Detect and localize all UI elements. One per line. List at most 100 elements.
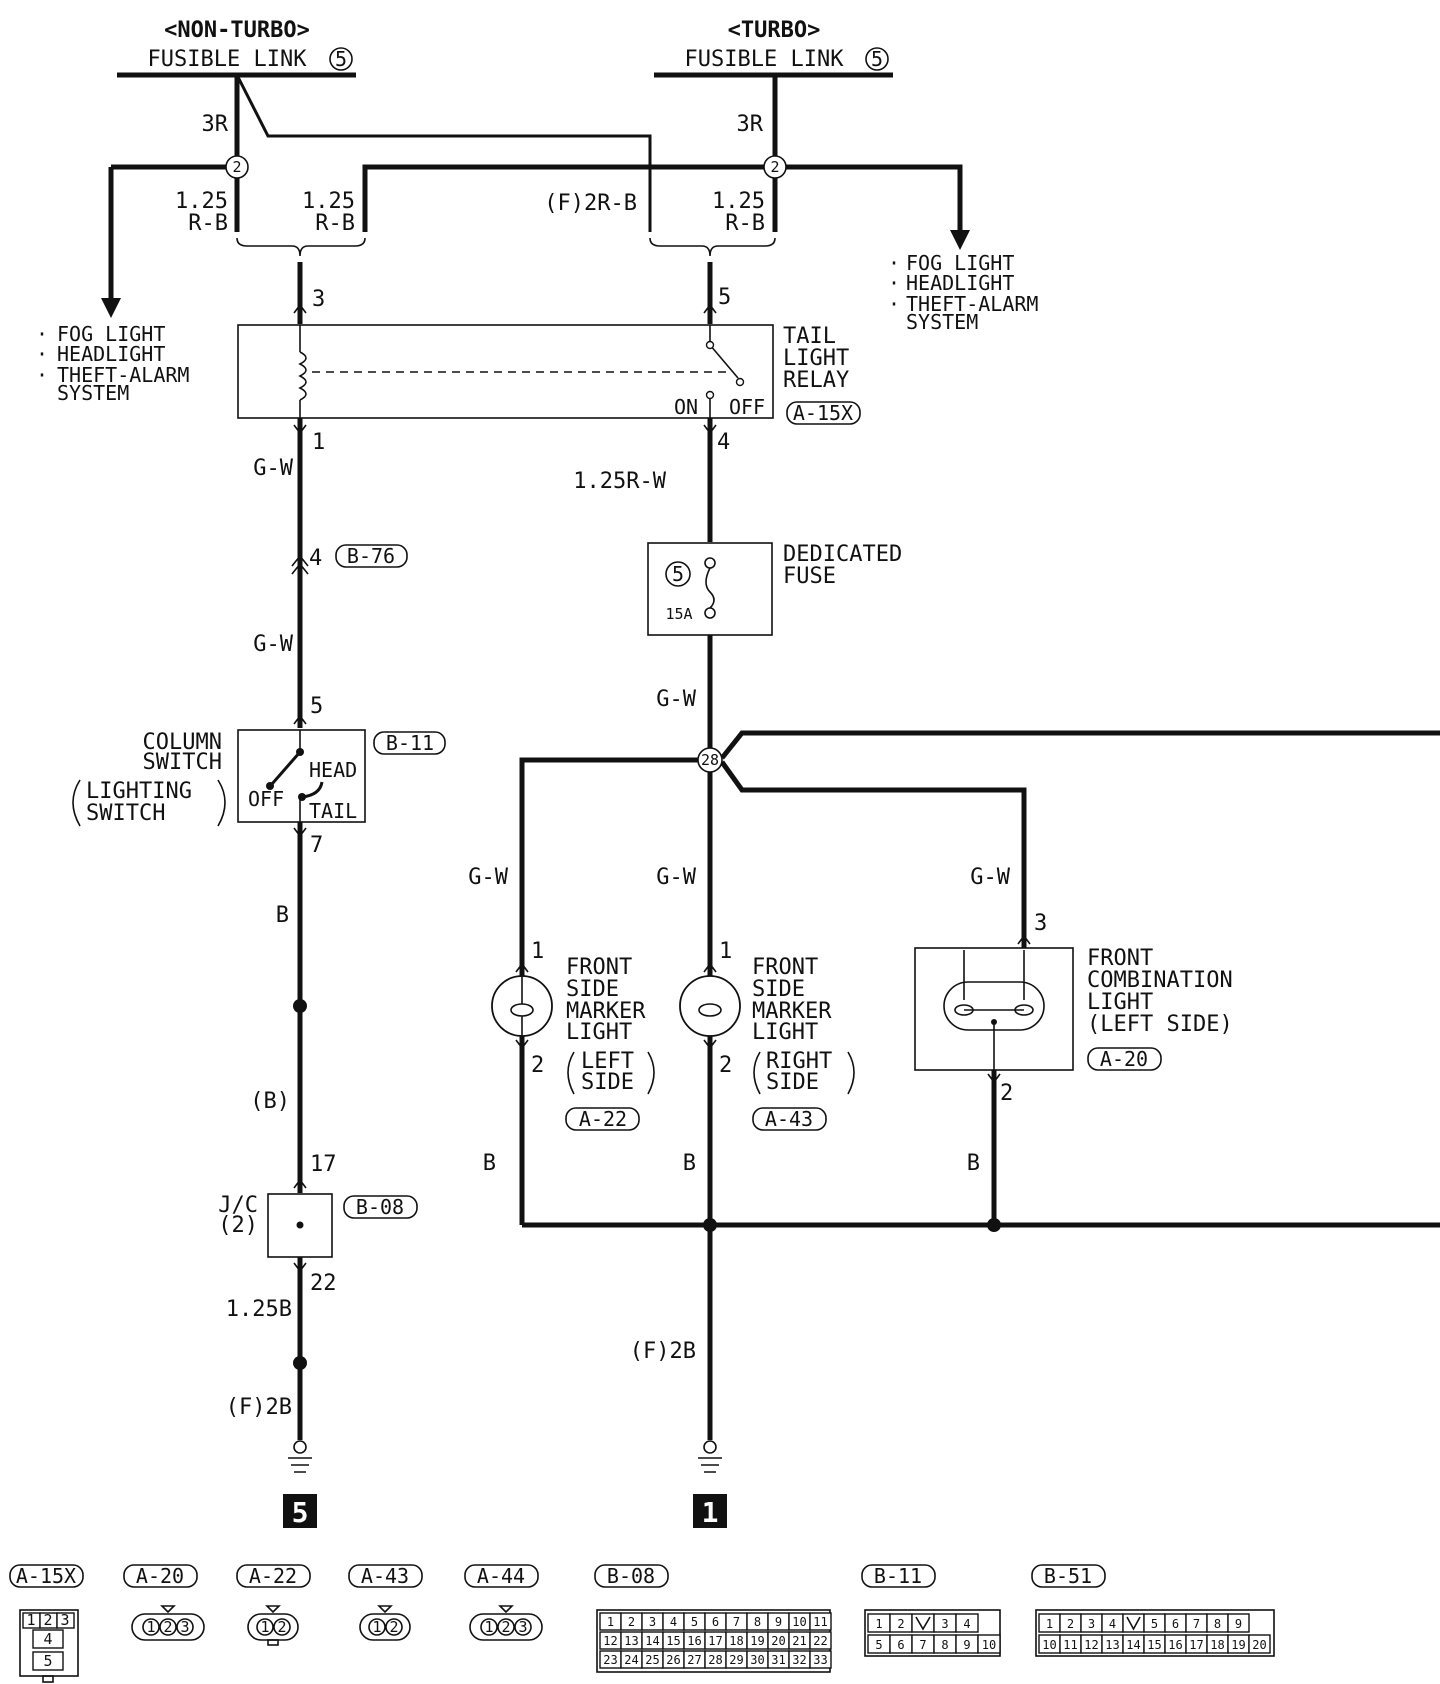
joint-connector-dot bbox=[296, 1221, 304, 1229]
connector-a-20: A-20 1 2 3 bbox=[123, 1564, 205, 1641]
ground-icon bbox=[288, 1457, 312, 1473]
pin-number: 27 bbox=[687, 1653, 701, 1667]
relay-name: RELAY bbox=[783, 368, 849, 393]
marker-left-name: MARKER bbox=[566, 999, 646, 1024]
wire-branch-right bbox=[775, 164, 963, 232]
relay-off-label: OFF bbox=[729, 395, 765, 419]
pin-number: 8 bbox=[1214, 1617, 1221, 1631]
ground-icon bbox=[698, 1457, 722, 1473]
connector-tag bbox=[1087, 1047, 1162, 1071]
pin-number: 3 bbox=[180, 1618, 189, 1636]
pin-number: 1 bbox=[372, 1618, 381, 1636]
pin-number: 13 bbox=[1105, 1638, 1119, 1652]
pin-number: 1 bbox=[1046, 1617, 1053, 1631]
pin-cell bbox=[256, 1618, 274, 1636]
wire-label-color: R-B bbox=[725, 211, 765, 236]
marker-right-name: SIDE bbox=[752, 977, 805, 1002]
pin-number: 4 bbox=[1109, 1617, 1116, 1631]
chevron-down-icon bbox=[515, 1039, 529, 1050]
connector-tag bbox=[373, 731, 446, 755]
switch-pivot bbox=[296, 748, 304, 756]
pin-number: 16 bbox=[687, 1634, 701, 1648]
chevron-up-icon bbox=[515, 962, 529, 973]
fuse-terminal bbox=[704, 607, 716, 619]
branch-loads-right: · FOG LIGHT · HEADLIGHT · THEFT-ALARM SY… bbox=[888, 251, 1038, 334]
arrow-down-icon bbox=[101, 298, 121, 318]
pin-number: 5 bbox=[43, 1652, 52, 1670]
tail-light-relay: ON OFF TAIL LIGHT RELAY A-15X bbox=[237, 324, 861, 425]
pin-number: 5 bbox=[691, 1615, 698, 1629]
right-circuit: 1.25R-W 5 15A DEDICATED FUSE G-W 28 G-W … bbox=[468, 418, 1440, 1529]
switch-off-contact bbox=[266, 782, 274, 790]
pin-1: 1 bbox=[719, 939, 732, 964]
chevron-up-icon bbox=[293, 1178, 307, 1189]
pin-cell bbox=[977, 1634, 1001, 1654]
pin-number: 1 bbox=[484, 1618, 493, 1636]
turbo-source: <TURBO> FUSIBLE LINK 5 bbox=[654, 18, 893, 78]
connector-a-44: A-44 1 2 3 bbox=[464, 1564, 543, 1641]
connector-key-mark bbox=[915, 1616, 931, 1631]
wire-label-gw: G-W bbox=[468, 865, 508, 890]
wire-label-gw: G-W bbox=[656, 687, 696, 712]
relay-box bbox=[237, 324, 774, 419]
connector-latch bbox=[267, 1639, 279, 1646]
jc-name: (2) bbox=[218, 1213, 258, 1238]
pin-number: 9 bbox=[775, 1615, 782, 1629]
bulb-lead bbox=[963, 950, 1025, 1011]
bullet: · bbox=[36, 322, 48, 346]
load-theft-alarm: THEFT-ALARM bbox=[57, 363, 189, 387]
pin-cell bbox=[56, 1612, 75, 1629]
pin-number: 6 bbox=[1172, 1617, 1179, 1631]
wire-join-bracket bbox=[649, 237, 776, 257]
pin-cell bbox=[1227, 1613, 1250, 1633]
filament-icon bbox=[1014, 1004, 1034, 1016]
pin-number: 1 bbox=[146, 1618, 155, 1636]
pin-number: 14 bbox=[645, 1634, 659, 1648]
connector-tag bbox=[9, 1564, 84, 1588]
paren-icon bbox=[72, 779, 81, 827]
arrow-down-icon bbox=[950, 230, 970, 250]
junction-dot bbox=[293, 1356, 307, 1370]
connector-id: A-22 bbox=[249, 1564, 297, 1588]
pin-number: 31 bbox=[771, 1653, 785, 1667]
wire-label-color: R-B bbox=[315, 211, 355, 236]
bullet: · bbox=[36, 342, 48, 366]
load-theft-alarm: THEFT-ALARM bbox=[906, 292, 1038, 316]
connector-tag bbox=[343, 1195, 418, 1219]
splice-circle bbox=[697, 747, 723, 773]
ground-number: 1 bbox=[702, 1496, 719, 1529]
pin-number: 1 bbox=[260, 1618, 269, 1636]
connector-body bbox=[359, 1613, 411, 1641]
pin-number: 2 bbox=[628, 1615, 635, 1629]
pin-cell bbox=[176, 1618, 194, 1636]
connector-id: A-44 bbox=[477, 1564, 525, 1588]
pin-17: 17 bbox=[310, 1152, 337, 1177]
pin-number: 26 bbox=[666, 1653, 680, 1667]
connector-id: B-51 bbox=[1044, 1564, 1092, 1588]
junction-dot bbox=[703, 1218, 717, 1232]
pin-number: 6 bbox=[897, 1638, 904, 1652]
top-wiring: 2 2 3R 3R 1.25 R-B 1.25 R-B (F)2R-B 1.25… bbox=[101, 74, 970, 324]
relay-name: LIGHT bbox=[783, 346, 849, 371]
pin-number: 2 bbox=[389, 1618, 398, 1636]
pin-number: 32 bbox=[792, 1653, 806, 1667]
pin-cell bbox=[32, 1629, 64, 1649]
pin-number: 23 bbox=[603, 1653, 617, 1667]
pin-number: 19 bbox=[750, 1634, 764, 1648]
ground-terminal bbox=[293, 1440, 307, 1454]
switch-lever-icon bbox=[270, 751, 302, 785]
splice-circle bbox=[763, 155, 787, 179]
pin-number: 4 bbox=[670, 1615, 677, 1629]
marker-right-connector: A-43 bbox=[765, 1107, 813, 1131]
connector-tag bbox=[123, 1564, 198, 1588]
pin-number: 20 bbox=[1252, 1638, 1266, 1652]
connector-body bbox=[1035, 1609, 1275, 1657]
connector-body bbox=[469, 1613, 543, 1641]
non-turbo-source: <NON-TURBO> FUSIBLE LINK 5 bbox=[117, 18, 356, 78]
switch-off-label: OFF bbox=[248, 787, 284, 811]
pin-number: 16 bbox=[1168, 1638, 1182, 1652]
wire-label-gw: G-W bbox=[253, 456, 293, 481]
pin-cell bbox=[809, 1631, 832, 1650]
